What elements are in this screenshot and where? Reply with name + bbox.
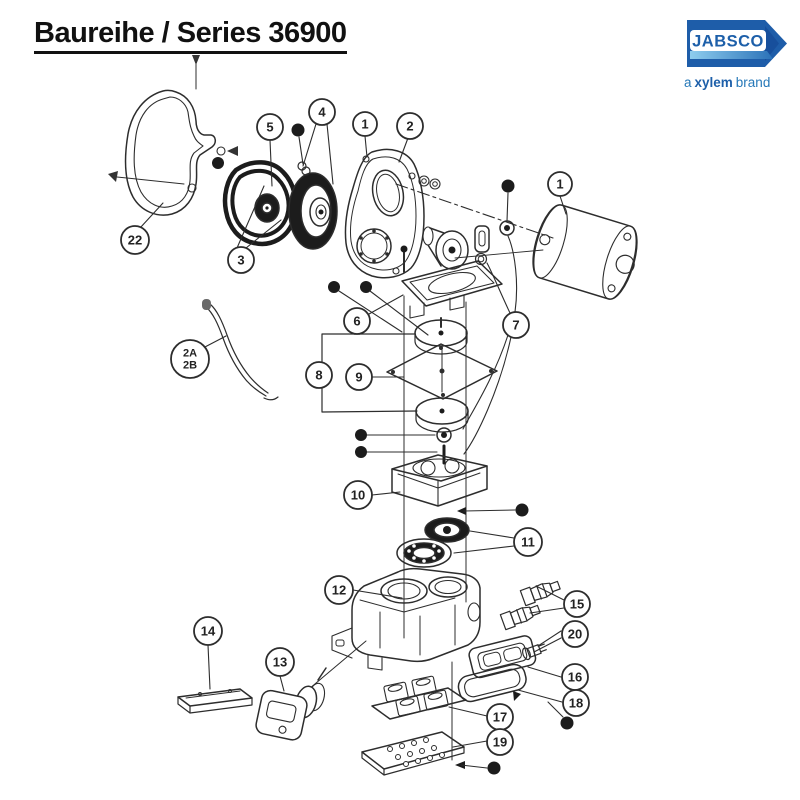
part-17-valve-set [371,675,467,720]
part-7-hardware [474,220,515,266]
callout-3: 3 [227,246,255,274]
part-1-motor [532,204,638,300]
part-6-bearing-bracket [400,226,503,319]
svg-text:16: 16 [568,670,582,685]
svg-text:11: 11 [521,535,535,550]
part-10-upper-housing [391,454,488,507]
part-18-gasket [457,663,527,703]
svg-text:22: 22 [128,233,142,248]
svg-text:18: 18 [569,696,583,711]
tagline-brand: xylem [694,75,733,90]
callout-11: 11 [513,527,543,557]
tagline-prefix: a [684,75,692,90]
part-5-belt [222,160,299,247]
part-8-lower-plate [415,397,469,433]
svg-text:2A: 2A [183,348,197,360]
part-2a2b-strap [202,299,279,401]
part-2-adapter-plate [344,148,441,279]
callout-8: 8 [305,361,333,389]
callout-4: 4 [308,98,336,126]
svg-text:13: 13 [273,655,287,670]
svg-text:10: 10 [351,488,365,503]
part-12-pump-body [302,567,481,695]
callout-12: 12 [324,575,354,605]
part-washer-and-stud [436,427,452,465]
callout-2: 2 [396,112,424,140]
jabsco-logo: JABSCO [687,20,797,75]
part-8-upper-plate [414,317,468,355]
part-4-drive-pulley [288,161,338,250]
svg-text:17: 17 [493,710,507,725]
callout-19: 19 [486,728,514,756]
callout-7: 7 [502,311,530,339]
callout-10: 10 [343,480,373,510]
svg-text:12: 12 [332,583,346,598]
callout-13: 13 [265,647,295,677]
part-11-valve-discs [396,517,470,568]
callout-20: 20 [561,620,589,648]
callout-9: 9 [345,363,373,391]
callout-6: 6 [343,307,371,335]
part-14-base-plate [177,688,253,714]
callout-1-left: 1 [352,111,378,137]
svg-text:19: 19 [493,735,507,750]
part-19-bottom-plate [361,731,465,776]
callout-5: 5 [256,113,284,141]
svg-text:8: 8 [315,368,322,383]
jabsco-brand-text: JABSCO [692,33,764,51]
callout-22: 22 [120,225,150,255]
shaft-axis-line [395,183,554,259]
part-16-dampener [468,635,537,679]
part-15-hose-fittings [499,580,561,631]
part-3-small-pulley [254,193,280,223]
callout-16: 16 [561,663,589,691]
svg-text:3: 3 [237,253,244,268]
part-13-pressure-switch [255,667,327,741]
leader-lines [139,123,567,769]
svg-text:7: 7 [512,318,519,333]
flag-arrow-tip [765,26,779,61]
svg-text:5: 5 [266,120,273,135]
svg-text:2B: 2B [183,360,197,372]
svg-text:14: 14 [201,624,216,639]
callout-15: 15 [563,590,591,618]
bolt-head-icons [212,123,574,775]
callout-1-right: 1 [547,171,573,197]
svg-text:2: 2 [406,119,413,134]
part-9-diaphragm [386,343,498,400]
page-title: Baureihe / Series 36900 [34,17,347,54]
tagline-suffix: brand [735,75,771,90]
flag-stripe [690,51,773,59]
alignment-arrow-icons [108,55,238,182]
callout-17: 17 [486,703,514,731]
flag-text-band [690,30,766,51]
svg-text:6: 6 [353,314,360,329]
svg-text:15: 15 [570,597,584,612]
svg-text:9: 9 [355,370,362,385]
part-22-belt-guard [116,62,226,216]
svg-text:1: 1 [556,177,563,192]
jabsco-flag-icon: JABSCO [687,20,787,67]
callout-18: 18 [562,689,590,717]
callout-14: 14 [193,616,223,646]
svg-text:20: 20 [568,627,582,642]
svg-text:4: 4 [318,105,326,120]
screw-arrow-icons [455,507,521,769]
svg-text:1: 1 [361,117,368,132]
